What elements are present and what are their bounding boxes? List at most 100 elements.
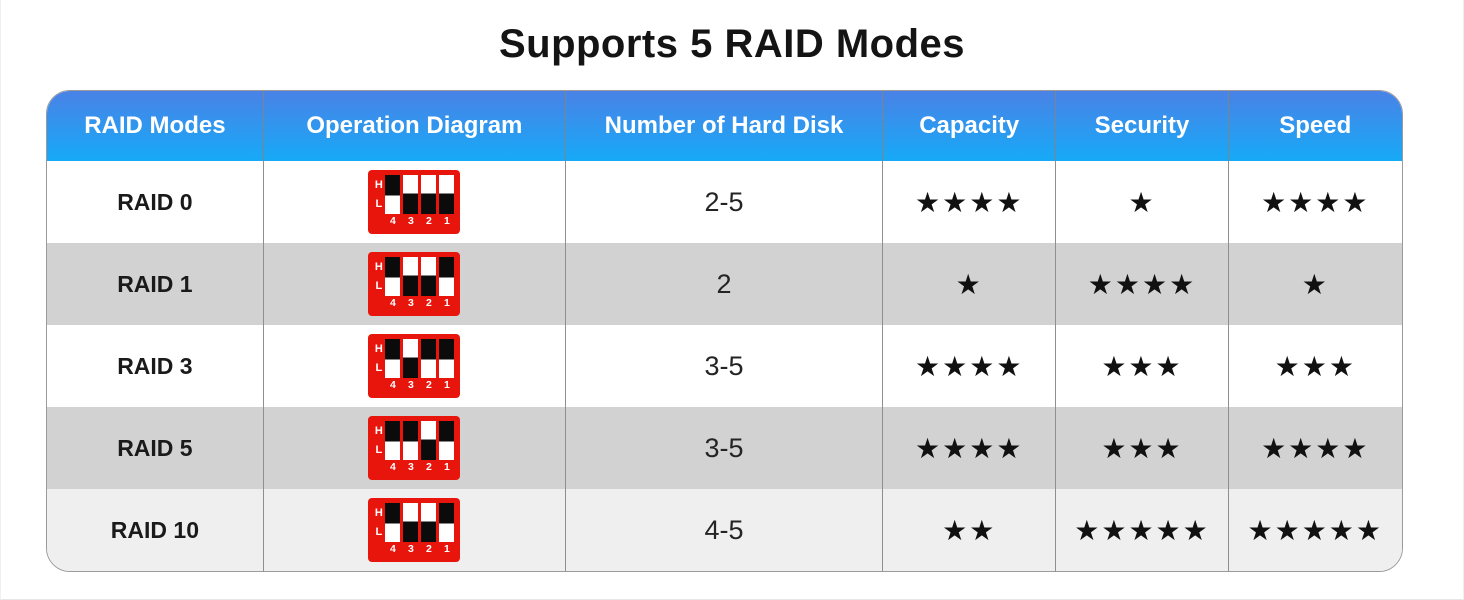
operation-diagram-cell: H L 4 3 2 1 [264,325,566,407]
operation-diagram-cell: H L 4 3 2 1 [264,489,566,571]
dip-label-l: L [375,526,383,539]
dip-number-4: 4 [389,215,396,227]
dip-label-l: L [375,198,383,211]
dip-switch-4 [385,257,401,296]
dip-switch-numbers: 4 3 2 1 [385,461,454,473]
dip-body: 4 3 2 1 [385,503,455,558]
disk-count-cell: 2-5 [566,161,884,243]
dip-number-1: 1 [443,297,450,309]
dip-label-l: L [375,362,383,375]
dip-switches [385,339,455,378]
disk-count-value: 4-5 [704,514,744,545]
dip-letter-labels: H L [372,175,385,214]
header-security: Security [1056,91,1229,161]
dip-letter-labels: H L [372,503,385,542]
security-star-rating: ★★★ [1101,432,1183,464]
dip-letter-labels: H L [372,339,385,378]
dip-number-1: 1 [443,543,450,555]
raid-modes-table: RAID Modes Operation Diagram Number of H… [46,90,1403,572]
capacity-rating-cell: ★ [883,243,1057,325]
security-rating-cell: ★★★★ [1056,243,1229,325]
dip-number-2: 2 [425,461,432,473]
capacity-rating-cell: ★★ [883,489,1057,571]
dip-switch-1 [439,339,455,378]
dip-switch-diagram: H L 4 3 2 1 [368,498,461,562]
dip-label-l: L [375,444,383,457]
dip-number-1: 1 [443,461,450,473]
table-row-raid-1: RAID 1 H L [47,243,1402,325]
dip-number-3: 3 [407,215,414,227]
dip-label-h: H [374,260,383,273]
table-header-row: RAID Modes Operation Diagram Number of H… [47,91,1402,161]
raid-mode-cell: RAID 3 [47,325,264,407]
table-row-raid-5: RAID 5 H L [47,407,1402,489]
capacity-star-rating: ★ [955,268,983,300]
security-star-rating: ★★★★★ [1074,514,1210,546]
disk-count-cell: 2 [566,243,884,325]
speed-rating-cell: ★★★★ [1229,161,1402,243]
operation-diagram-cell: H L 4 3 2 1 [264,161,566,243]
dip-switch-1 [439,421,455,460]
dip-letter-labels: H L [372,421,385,460]
disk-count-value: 3-5 [704,432,744,463]
dip-number-3: 3 [407,297,414,309]
header-capacity: Capacity [883,91,1057,161]
capacity-rating-cell: ★★★★ [883,407,1057,489]
dip-body: 4 3 2 1 [385,421,455,476]
raid-mode-cell: RAID 5 [47,407,264,489]
dip-switch-2 [421,175,437,214]
capacity-rating-cell: ★★★★ [883,161,1057,243]
dip-switch-2 [421,339,437,378]
raid-mode-cell: RAID 10 [47,489,264,571]
operation-diagram-cell: H L 4 3 2 1 [264,243,566,325]
dip-switches [385,503,455,542]
dip-switch-numbers: 4 3 2 1 [385,379,454,391]
header-speed: Speed [1279,112,1352,139]
dip-number-2: 2 [425,543,432,555]
dip-label-h: H [374,178,383,191]
speed-rating-cell: ★★★★ [1229,407,1402,489]
raid-mode-label: RAID 0 [117,188,193,215]
dip-number-4: 4 [389,297,396,309]
raid-mode-label: RAID 10 [110,516,199,543]
dip-switch-2 [421,257,437,296]
security-star-rating: ★★★ [1101,350,1183,382]
dip-number-3: 3 [407,543,414,555]
dip-number-3: 3 [407,461,414,473]
dip-number-2: 2 [425,379,432,391]
dip-number-3: 3 [407,379,414,391]
speed-star-rating: ★★★★ [1261,432,1370,464]
dip-switch-diagram: H L 4 3 2 1 [368,170,461,234]
dip-switch-4 [385,503,401,542]
dip-number-4: 4 [389,461,396,473]
dip-switch-diagram: H L 4 3 2 1 [368,334,461,398]
security-rating-cell: ★★★ [1056,325,1229,407]
header-number-of-hard-disk: Number of Hard Disk [566,91,884,161]
security-star-rating: ★★★★ [1087,268,1197,300]
capacity-star-rating: ★★ [942,514,997,546]
dip-number-2: 2 [425,297,432,309]
table-row-raid-10: RAID 10 H L [47,489,1402,571]
speed-rating-cell: ★★★★★ [1229,489,1402,571]
dip-body: 4 3 2 1 [385,257,455,312]
dip-switch-numbers: 4 3 2 1 [385,297,454,309]
security-rating-cell: ★ [1056,161,1229,243]
security-rating-cell: ★★★★★ [1056,489,1229,571]
dip-label-h: H [374,506,383,519]
disk-count-value: 2-5 [704,186,744,217]
dip-switch-1 [439,175,455,214]
dip-switch-4 [385,421,401,460]
dip-switches [385,175,455,214]
raid-mode-cell: RAID 0 [47,161,264,243]
dip-switches [385,257,455,296]
table-row-raid-0: RAID 0 H L [47,161,1402,243]
dip-label-h: H [374,424,383,437]
dip-switch-3 [403,421,419,460]
dip-switch-2 [421,421,437,460]
capacity-star-rating: ★★★★ [915,186,1024,218]
speed-rating-cell: ★★★ [1229,325,1402,407]
dip-number-1: 1 [443,215,450,227]
security-rating-cell: ★★★ [1056,407,1229,489]
operation-diagram-cell: H L 4 3 2 1 [264,407,566,489]
disk-count-cell: 3-5 [566,407,884,489]
